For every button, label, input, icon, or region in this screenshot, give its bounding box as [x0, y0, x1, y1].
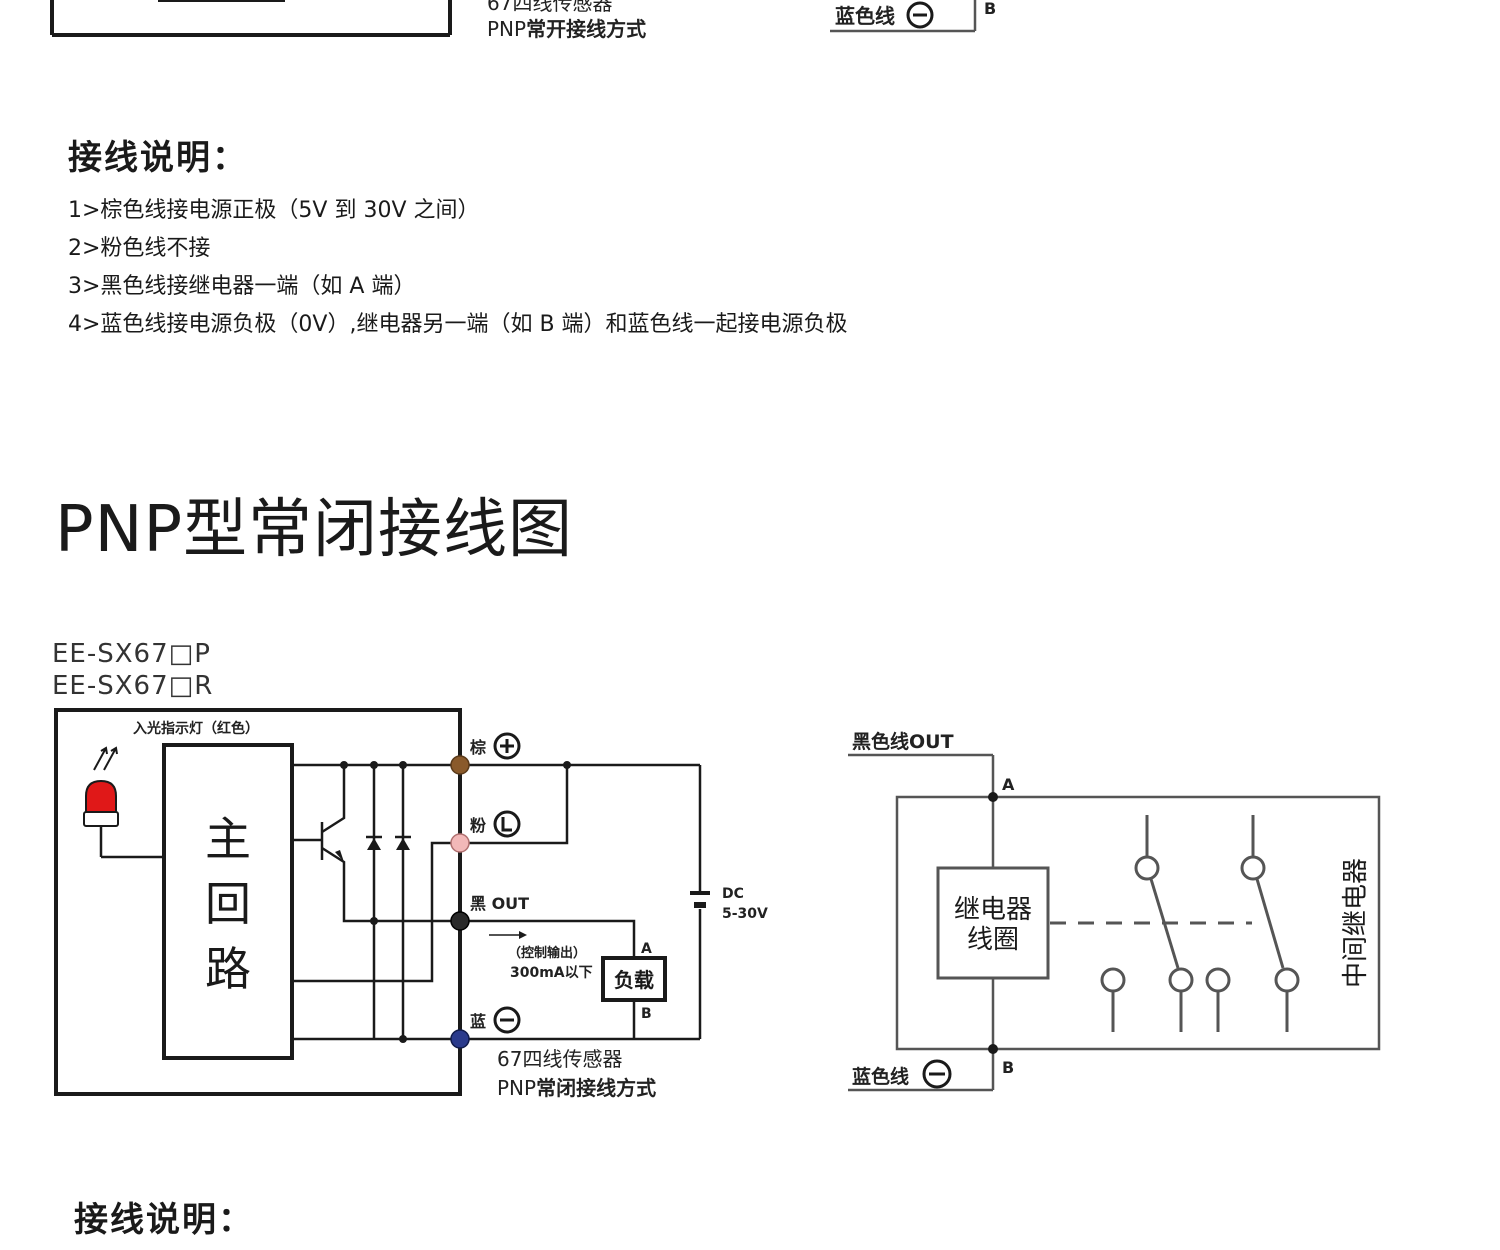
relay-coil [936, 866, 1050, 980]
load-label: 负载 [614, 968, 654, 992]
terminal-pink [450, 833, 470, 853]
relay-side-label: 中间继电器 [1341, 858, 1371, 988]
output-note-line1: （控制输出） [508, 945, 586, 961]
battery-icon [690, 891, 710, 908]
minus-icon [493, 1006, 521, 1034]
fragment-caption-line1: 67四线传感器 [487, 0, 612, 15]
light-arrows-icon [93, 746, 118, 771]
notes-title-2: 接线说明： [74, 1200, 254, 1240]
dc-label: DC [722, 886, 744, 902]
terminal-black [450, 911, 470, 931]
relay-terminal-b: B [1002, 1058, 1014, 1077]
sensor-housing [54, 708, 462, 1096]
terminal-brown [450, 755, 470, 775]
minus-icon [922, 1059, 952, 1089]
model-name-r: EE-SX67□R [52, 671, 214, 701]
main-circuit-char-1: 主 [205, 812, 251, 866]
relay-contacts [1100, 815, 1300, 1032]
terminal-black-label: 黑 OUT [470, 894, 529, 913]
current-arrow-icon [489, 931, 527, 939]
fragment-caption-line2: PNP常开接线方式 [487, 17, 646, 41]
note-line-3: 3>黑色线接继电器一端（如 A 端） [68, 274, 416, 299]
zener-diode-icon [395, 835, 411, 850]
transistor-arrow-icon [335, 850, 344, 862]
sensor-wiring-diagram: 入光指示灯（红色） 主 回 路 [54, 708, 768, 1100]
relay-wiring [848, 753, 1381, 1092]
main-circuit-char-3: 路 [205, 942, 251, 996]
l-terminal-icon [493, 810, 521, 838]
note-line-2: 2>粉色线不接 [68, 236, 211, 261]
relay-black-out-label: 黑色线OUT [852, 730, 954, 753]
led-icon [83, 779, 164, 859]
load-terminal-b: B [641, 1006, 652, 1022]
output-note-line2: 300mA以下 [510, 965, 593, 981]
main-circuit-char-2: 回 [205, 877, 251, 931]
terminal-blue [450, 1029, 470, 1049]
main-circuit-block [162, 743, 294, 1060]
relay-coil-line2: 线圈 [967, 925, 1019, 955]
relay-diagram: 黑色线OUT A B 继电器 线圈 中间继电器 蓝色线 [848, 730, 1381, 1092]
minus-icon [906, 1, 934, 29]
sensor-caption-line2: PNP常闭接线方式 [497, 1076, 656, 1100]
note-line-4: 4>蓝色线接电源负极（0V）,继电器另一端（如 B 端）和蓝色线一起接电源负极 [68, 312, 848, 337]
dc-range: 5-30V [722, 906, 768, 922]
terminal-pink-label: 粉 [470, 816, 486, 835]
load-terminal-a: A [641, 941, 652, 957]
load-box [601, 956, 667, 1002]
notes-title: 接线说明： [68, 138, 248, 178]
terminal-blue-label: 蓝 [470, 1012, 486, 1031]
top-fragment-diagram: 67四线传感器 PNP常开接线方式 蓝色线 B [50, 0, 996, 41]
sensor-caption-line1: 67四线传感器 [497, 1047, 622, 1071]
junction-b [988, 1044, 998, 1054]
fragment-b-terminal: B [984, 0, 996, 18]
fragment-blue-wire-label: 蓝色线 [835, 4, 895, 28]
relay-coil-line1: 继电器 [954, 895, 1032, 925]
relay-terminal-a: A [1002, 775, 1015, 794]
zener-diode-icon [366, 835, 382, 850]
internal-wiring [292, 763, 460, 1041]
plus-icon [493, 732, 521, 760]
relay-blue-wire-label: 蓝色线 [852, 1065, 909, 1088]
note-line-1: 1>棕色线接电源正极（5V 到 30V 之间） [68, 198, 480, 223]
indicator-label: 入光指示灯（红色） [133, 720, 259, 737]
page-title: PNP型常闭接线图 [55, 493, 574, 567]
junction-a [988, 792, 998, 802]
model-name-p: EE-SX67□P [52, 639, 211, 669]
external-wiring [460, 763, 702, 1041]
terminal-brown-label: 棕 [470, 738, 486, 757]
